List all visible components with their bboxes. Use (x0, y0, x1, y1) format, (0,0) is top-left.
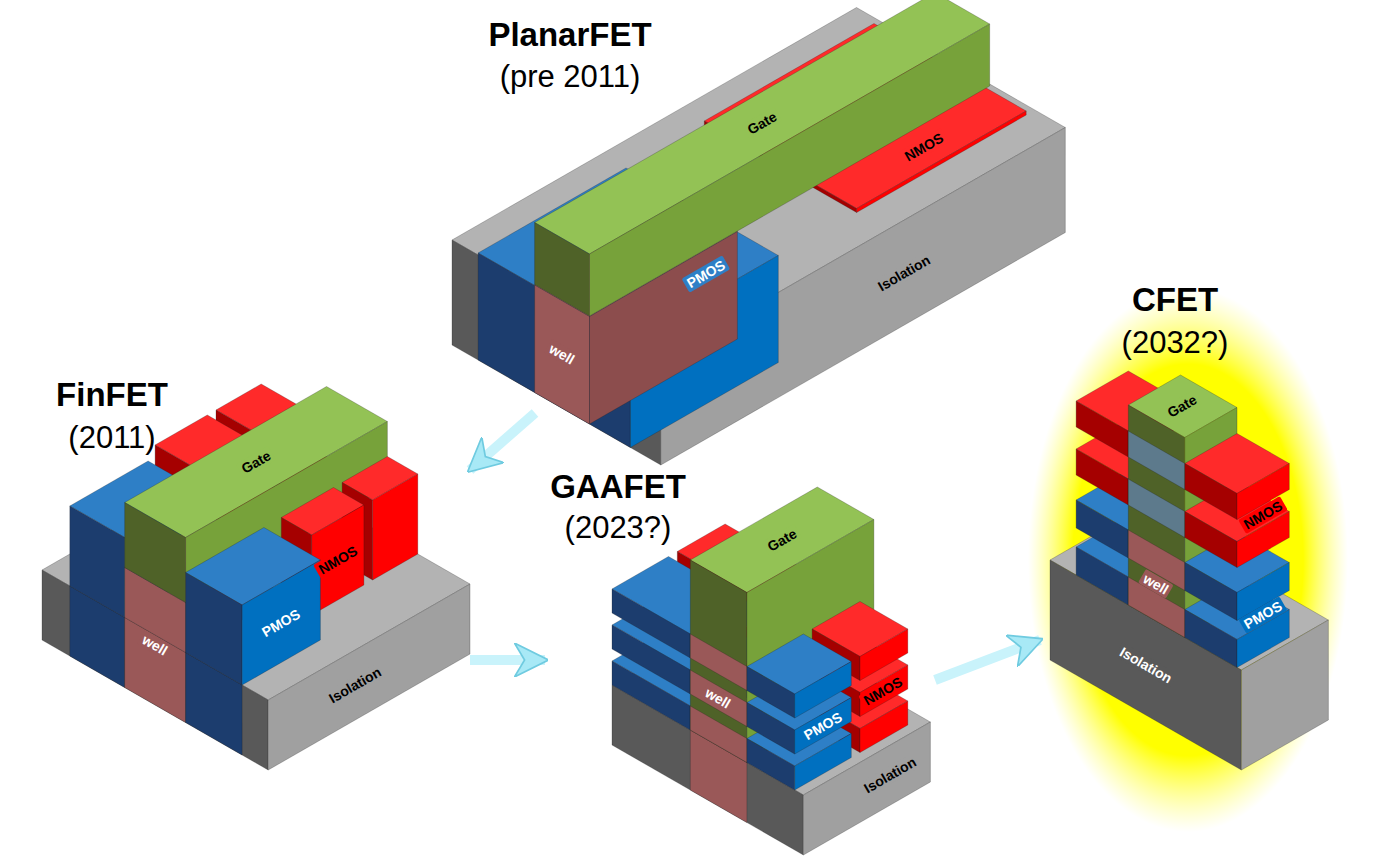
illustration-face (125, 503, 186, 603)
illustration-face (1185, 610, 1237, 668)
illustration-face (373, 474, 418, 580)
illustration-face (535, 223, 590, 317)
illustration-face (1076, 401, 1128, 457)
illustration-face (1050, 560, 1241, 770)
illustration-face (1076, 547, 1128, 605)
illustration-face (1128, 431, 1185, 490)
arrow-connector (470, 655, 545, 665)
panel-title: FinFET (56, 377, 168, 413)
highlight-glow (1028, 288, 1348, 832)
illustration-face (1076, 500, 1128, 558)
panel-title: PlanarFET (488, 17, 651, 53)
illustration-face (1185, 464, 1237, 520)
arrow-connector (470, 413, 535, 470)
panel-year: (2023?) (565, 511, 672, 545)
illustration-face (590, 24, 990, 316)
illustration-face (1128, 405, 1185, 638)
panel-year: (2032?) (1122, 326, 1229, 360)
illustration-face (242, 560, 320, 685)
illustration-face (747, 667, 795, 719)
illustration-face (1185, 512, 1237, 568)
illustration-face (690, 634, 747, 691)
transistor-panel: FinFET (2011) (35, 370, 470, 790)
panel-title: GAAFET (550, 469, 686, 505)
illustration-face (70, 506, 125, 618)
transistor-panel: CFET (2032?) (1040, 278, 1325, 800)
panel-year: (2011) (68, 421, 155, 455)
illustration-face (186, 573, 243, 686)
illustration-face (612, 589, 690, 658)
illustration-face (1128, 479, 1185, 538)
illustration-face (1185, 563, 1237, 621)
arrow-connector (935, 640, 1040, 680)
transistor-panel: GAAFET (2023?) (545, 465, 935, 862)
illustration-face (795, 662, 852, 719)
panel-title: CFET (1132, 282, 1218, 318)
illustration-face (690, 560, 747, 763)
panel-year: (pre 2011) (500, 60, 641, 94)
illustration-face (1076, 449, 1128, 505)
